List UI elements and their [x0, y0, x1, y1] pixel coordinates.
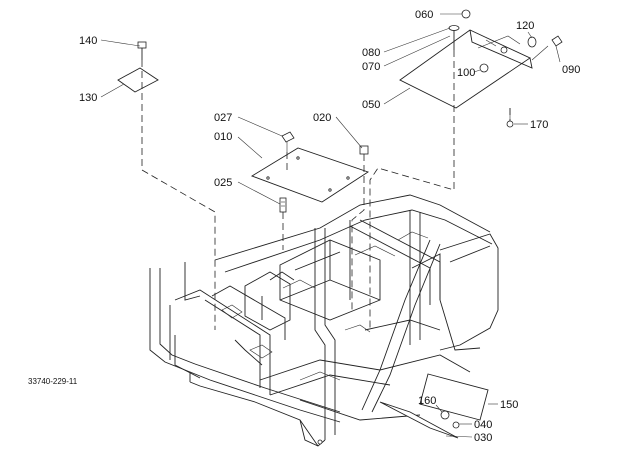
- part-label-100: 100: [457, 67, 475, 79]
- bushing-120: [527, 36, 537, 48]
- part-label-027: 027: [214, 112, 232, 124]
- part-labels: 140 130 027 010 020 025 060 120 080 070 …: [79, 9, 580, 444]
- washer-070-080: [448, 25, 460, 50]
- part-label-090: 090: [562, 64, 580, 76]
- part-label-070: 070: [362, 61, 380, 73]
- bracket-030: [379, 401, 459, 439]
- part-label-150: 150: [500, 399, 518, 411]
- panel-150: [419, 373, 489, 421]
- part-label-020: 020: [313, 112, 331, 124]
- part-label-040: 040: [474, 419, 492, 431]
- knob-100: [479, 63, 489, 73]
- nut-027: [281, 131, 295, 152]
- part-label-160: 160: [418, 395, 436, 407]
- bolt-140: [137, 41, 147, 60]
- part-label-010: 010: [214, 131, 232, 143]
- plate-130: [117, 67, 159, 93]
- part-label-025: 025: [214, 177, 232, 189]
- plate-010: [250, 147, 370, 203]
- part-label-080: 080: [362, 47, 380, 59]
- part-label-120: 120: [516, 20, 534, 32]
- part-label-050: 050: [362, 99, 380, 111]
- knob-060: [461, 9, 471, 19]
- part-label-060: 060: [415, 9, 433, 21]
- part-label-140: 140: [79, 35, 97, 47]
- cab-frame: [149, 194, 499, 447]
- part-label-030: 030: [474, 432, 492, 444]
- part-label-170: 170: [530, 119, 548, 131]
- part-label-130: 130: [79, 92, 97, 104]
- diagram-reference-number: 33740-229-11: [28, 377, 78, 386]
- assembly-dashed-lines: [141, 50, 511, 330]
- screw-040: [452, 421, 460, 429]
- plate-050: [399, 29, 533, 109]
- bolt-090: [531, 35, 563, 61]
- leader-lines: [100, 13, 561, 438]
- clip-160: [440, 410, 450, 420]
- bolt-025: [279, 197, 287, 213]
